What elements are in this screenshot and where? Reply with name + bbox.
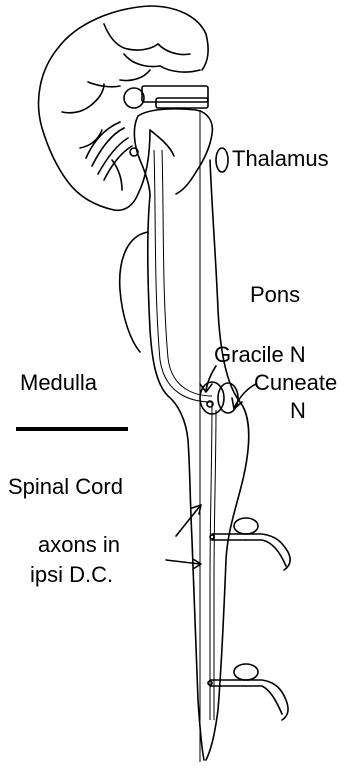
brainstem-spinal-cord <box>148 110 249 762</box>
label-gracile: Gracile N <box>214 342 306 367</box>
label-cuneate-n: N <box>290 398 306 423</box>
axons-arrow-upper <box>176 505 201 536</box>
pons-region <box>120 232 148 352</box>
label-cuneate: Cuneate <box>254 370 337 395</box>
gracile-arrow <box>200 366 216 392</box>
label-medulla: Medulla <box>20 370 98 395</box>
label-spinal-cord: Spinal Cord <box>8 474 123 499</box>
thalamus-region <box>130 109 228 196</box>
label-thalamus: Thalamus <box>232 146 329 171</box>
label-pons: Pons <box>250 282 300 307</box>
scale-bar <box>16 427 128 431</box>
dorsal-root-ganglion-upper <box>210 518 290 570</box>
axons-arrow-lower <box>166 559 201 569</box>
midbrain-structures <box>124 86 208 108</box>
label-axons-in: axons in <box>38 532 120 557</box>
label-ipsi-dc: ipsi D.C. <box>30 562 113 587</box>
